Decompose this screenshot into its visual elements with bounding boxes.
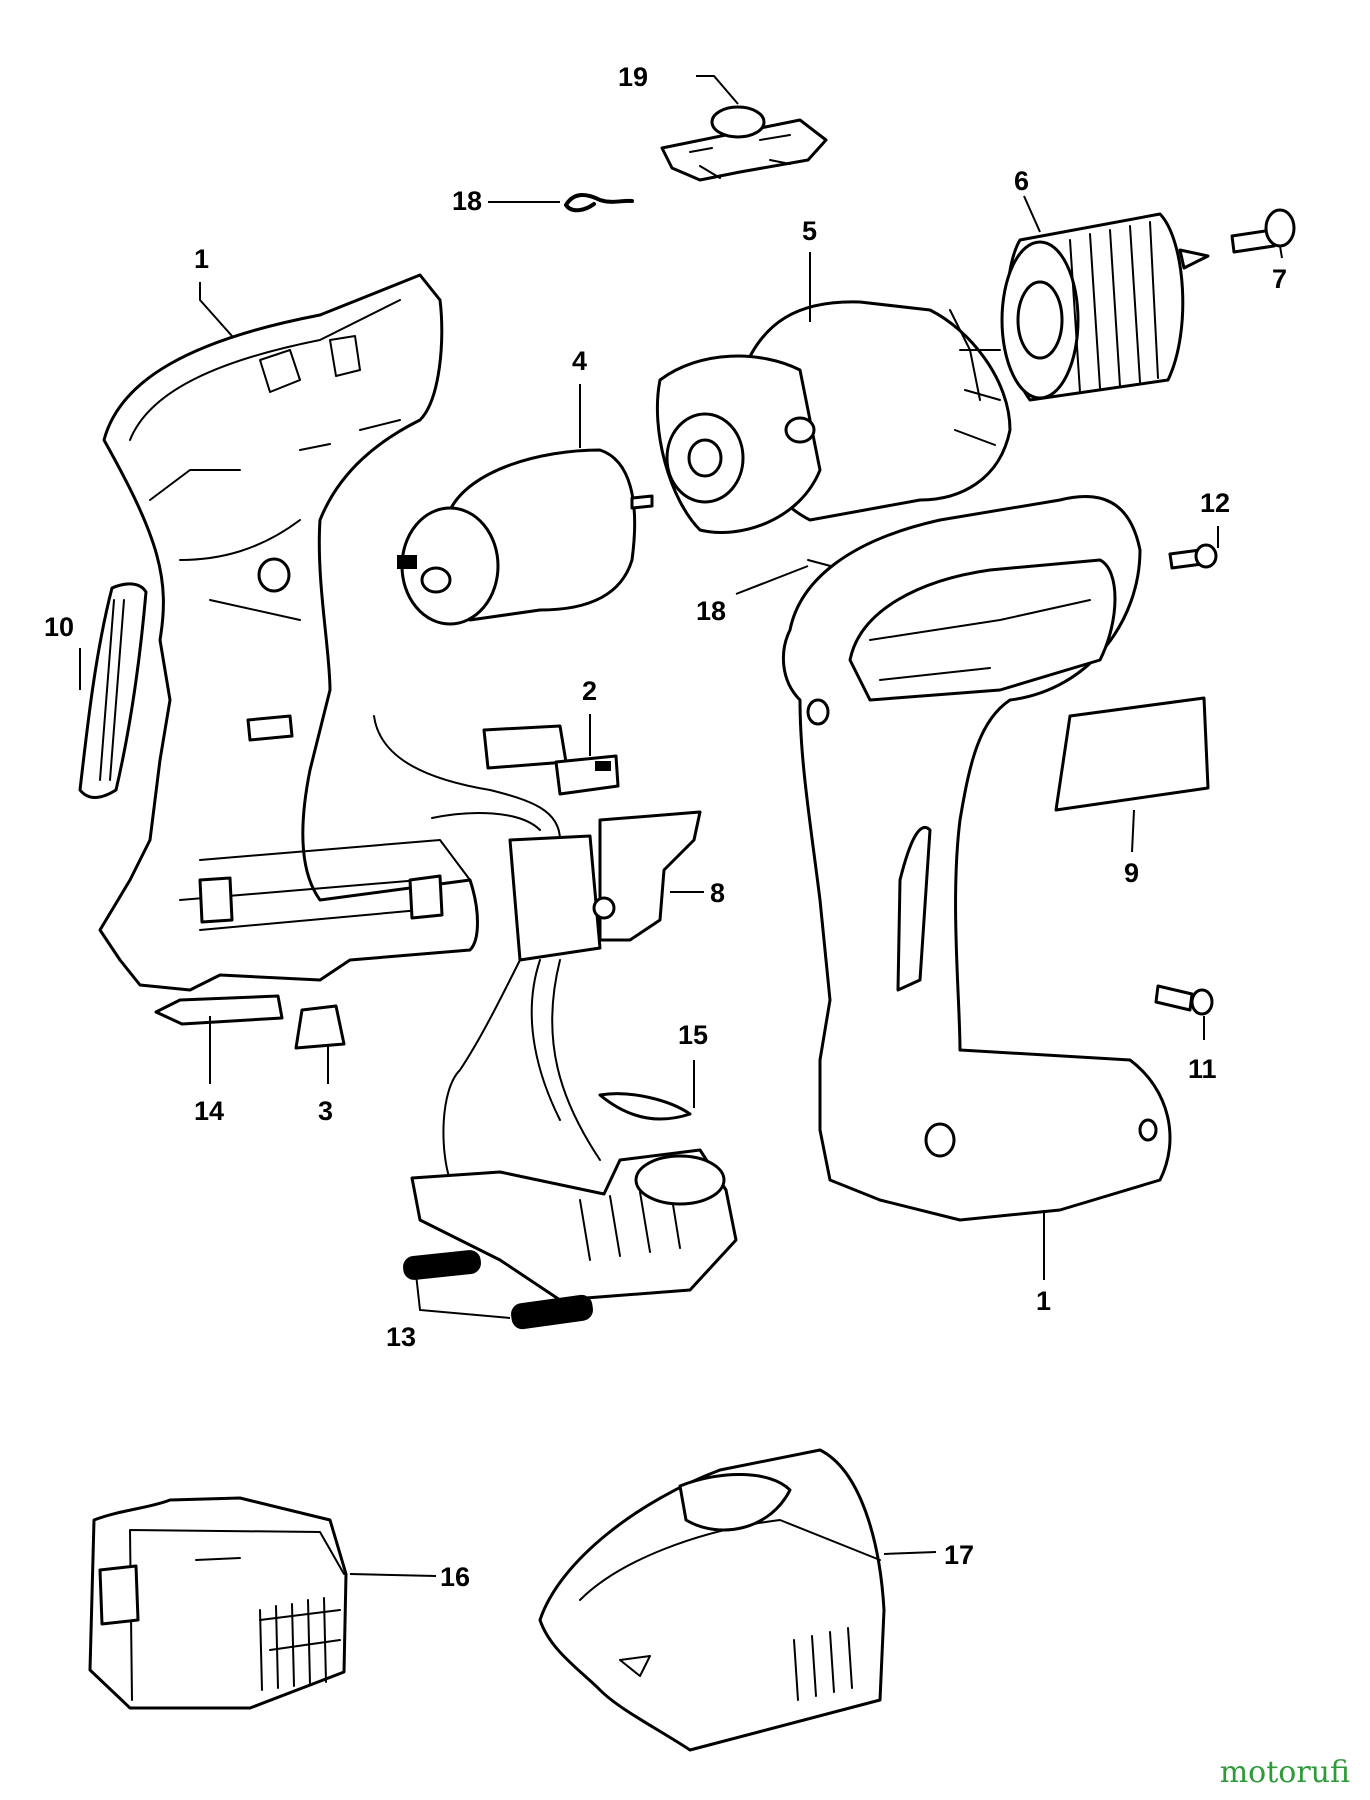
leader-7	[1279, 245, 1283, 259]
callout-1-left: 1	[194, 244, 209, 274]
callout-12: 12	[1200, 488, 1230, 518]
part-8-switch-assembly	[373, 715, 702, 1181]
callout-6: 6	[1014, 166, 1029, 196]
callout-4: 4	[572, 346, 587, 376]
callout-2: 2	[582, 676, 597, 706]
part-9-label	[1054, 696, 1210, 812]
motoruf-watermark: motorufi	[1220, 1755, 1350, 1790]
callout-19: 18	[452, 186, 482, 216]
part-7-chuck-screw	[1230, 208, 1296, 254]
part-2-brushes	[482, 724, 620, 796]
callout-14: 14	[194, 1096, 224, 1126]
callout-3: 3	[318, 1096, 333, 1126]
part-14-bit	[154, 994, 284, 1026]
leader-6	[1023, 195, 1041, 233]
part-5-gearbox	[655, 300, 1012, 534]
leader-1a	[199, 282, 233, 337]
part-15-leaf-spring	[598, 1092, 692, 1121]
leader-18	[735, 565, 809, 595]
callout-8: 8	[710, 878, 725, 908]
part-6-keyless-chuck	[1000, 212, 1210, 402]
part-12-screw	[1168, 543, 1218, 570]
part-10-side-grip-strip	[78, 582, 148, 799]
callout-17: 17	[944, 1540, 974, 1570]
callout-5: 5	[802, 216, 817, 246]
callout-9: 9	[1124, 858, 1139, 888]
callout-13: 13	[386, 1322, 416, 1352]
battery-terminal-block	[410, 1148, 738, 1302]
callout-1-right: 1	[1036, 1286, 1051, 1316]
watermark-text: motoruf	[1219, 1755, 1350, 1790]
leader-20	[696, 75, 739, 105]
part-19-spring-clip	[564, 193, 634, 213]
part-4-motor	[397, 448, 654, 626]
leader-16	[349, 1573, 437, 1577]
callout-20: 19	[618, 62, 648, 92]
part-17-battery-cover	[538, 1448, 886, 1752]
callout-16: 16	[440, 1562, 470, 1592]
leader-13	[415, 1273, 511, 1319]
leader-17	[883, 1551, 937, 1555]
part-1-right-housing-assembled	[781, 495, 1172, 1222]
callout-18: 18	[696, 596, 726, 626]
callout-15: 15	[678, 1020, 708, 1050]
leader-9	[1131, 809, 1135, 853]
part-3-clip	[294, 1004, 346, 1050]
part-11-screw	[1154, 984, 1214, 1016]
callout-10: 10	[44, 612, 74, 642]
part-16-battery-pack	[88, 1496, 348, 1710]
callout-11: 11	[1188, 1054, 1217, 1084]
callout-7: 7	[1272, 264, 1287, 294]
part-20-forward-reverse-slider	[660, 105, 828, 182]
part-1-left-housing-half	[98, 273, 479, 992]
callout-labels: 19 18 6 7 5 4 1 12 18 10 2 8 9 11 15 14 …	[44, 62, 1287, 1592]
part-13-terminal-sleeves	[403, 1250, 593, 1330]
leader-lines	[79, 75, 1283, 1577]
